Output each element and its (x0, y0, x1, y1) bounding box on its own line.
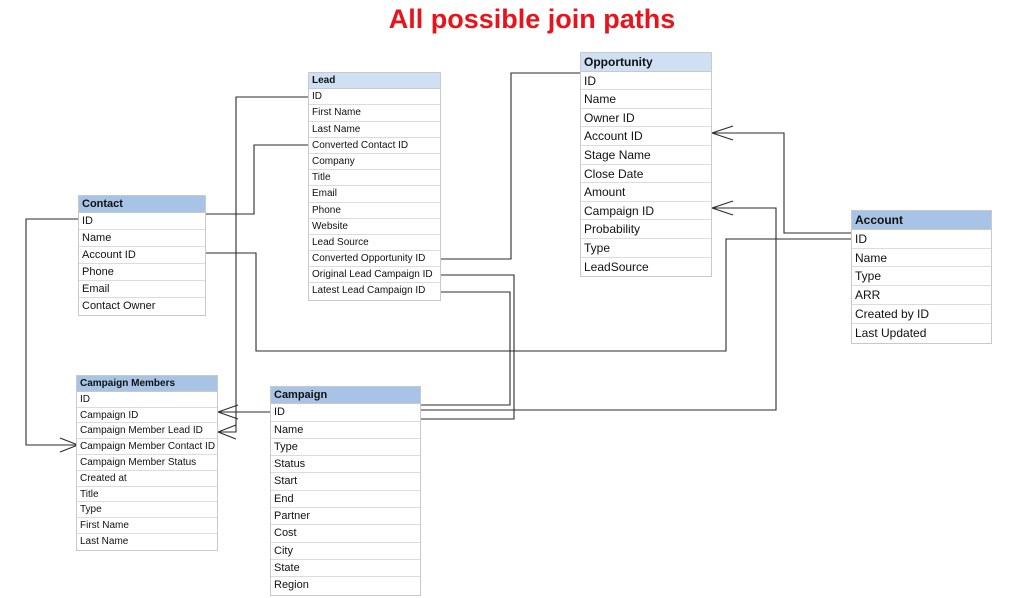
table-field: Campaign ID (581, 202, 711, 221)
link-lead-latest-campaign (421, 291, 511, 406)
table-field: Latest Lead Campaign ID (312, 285, 426, 297)
table-field: Contact Owner (82, 300, 156, 312)
table-field: Owner ID (581, 109, 711, 128)
table-field: ID (581, 72, 711, 91)
table-field: Type (581, 239, 711, 258)
crowfoot-campaign-opportunity (711, 200, 734, 216)
crowfoot-account-opportunity (711, 125, 734, 141)
table-field: Campaign ID (77, 408, 217, 424)
table-lead: Lead ID First Name Last Name Converted C… (308, 72, 441, 301)
link-account-opportunity (712, 132, 851, 234)
table-field: State (271, 560, 420, 578)
table-header: Lead (309, 73, 440, 90)
link-campaign-opportunity (421, 207, 777, 411)
table-opportunity: Opportunity ID Name Owner ID Account ID … (580, 52, 712, 278)
table-field: Stage Name (581, 146, 711, 165)
table-field: Original Lead Campaign ID (309, 267, 440, 284)
table-field: Last Updated (855, 325, 927, 340)
table-header: Campaign (271, 387, 420, 405)
table-field: Company (309, 154, 440, 171)
table-account: Account ID Name Type ARR Created by ID L… (851, 210, 992, 344)
table-field: Created at (77, 471, 217, 487)
table-field: Type (77, 502, 217, 519)
table-field: Email (79, 281, 205, 298)
table-field: ID (852, 230, 991, 249)
crowfoot-contact-campaignmember (59, 437, 79, 453)
table-header: Campaign Members (77, 376, 217, 392)
table-field: Lead Source (309, 235, 440, 252)
table-field: Probability (581, 220, 711, 239)
table-field: Title (77, 487, 217, 503)
table-campaign-members: Campaign Members ID Campaign ID Campaign… (76, 375, 218, 551)
table-contact: Contact ID Name Account ID Phone Email C… (78, 195, 206, 316)
table-field: Email (309, 186, 440, 203)
table-field: Type (271, 439, 420, 457)
table-field: First Name (309, 105, 440, 122)
table-field: Campaign Member Status (77, 455, 217, 471)
table-field: Cost (271, 525, 420, 543)
table-field: Start (271, 473, 420, 491)
crowfoot-lead-campaignmember (217, 424, 237, 440)
table-field: Partner (271, 508, 420, 526)
table-field: Name (852, 249, 991, 268)
table-field: Name (581, 90, 711, 109)
table-field: ID (309, 89, 440, 106)
link-lead-id (218, 96, 308, 433)
table-field: Campaign Member Lead ID (77, 423, 217, 440)
table-field: ID (79, 213, 205, 230)
table-field: First Name (77, 518, 217, 534)
table-header: Account (852, 211, 991, 230)
table-field: City (271, 543, 420, 560)
table-field: Created by ID (852, 305, 991, 324)
crowfoot-campaign-campaignmember (217, 404, 239, 420)
table-field: Title (309, 170, 440, 187)
table-field: Name (79, 230, 205, 247)
table-field: Region (274, 579, 309, 592)
table-field: Last Name (80, 535, 129, 547)
link-contact-campaignmember (25, 218, 78, 446)
link-lead-opportunity (441, 72, 580, 260)
table-field: Account ID (581, 127, 711, 146)
table-header: Opportunity (581, 53, 711, 72)
table-header: Contact (79, 196, 205, 213)
table-field: End (271, 491, 420, 509)
table-field: Status (271, 456, 420, 474)
table-field: ID (271, 404, 420, 422)
table-field: Phone (79, 264, 205, 281)
table-field: Close Date (581, 165, 711, 184)
table-field: ID (77, 392, 217, 408)
table-field: Website (309, 219, 440, 235)
table-field: Type (852, 267, 991, 287)
diagram-title: All possible join paths (388, 4, 676, 34)
table-field: Converted Contact ID (309, 138, 440, 154)
table-campaign: Campaign ID Name Type Status Start End P… (270, 386, 421, 596)
table-field: Phone (309, 203, 440, 219)
link-contact-converted (206, 144, 308, 215)
link-lead-original-campaign (421, 274, 515, 420)
table-field: Amount (581, 183, 711, 202)
table-field: Campaign Member Contact ID (77, 439, 217, 455)
table-field: Converted Opportunity ID (309, 251, 440, 268)
table-field: ARR (852, 286, 991, 305)
table-field: LeadSource (584, 259, 649, 274)
table-field: Account ID (79, 247, 205, 264)
table-field: Last Name (309, 122, 440, 138)
link-contact-account (206, 238, 851, 352)
table-field: Name (271, 422, 420, 439)
